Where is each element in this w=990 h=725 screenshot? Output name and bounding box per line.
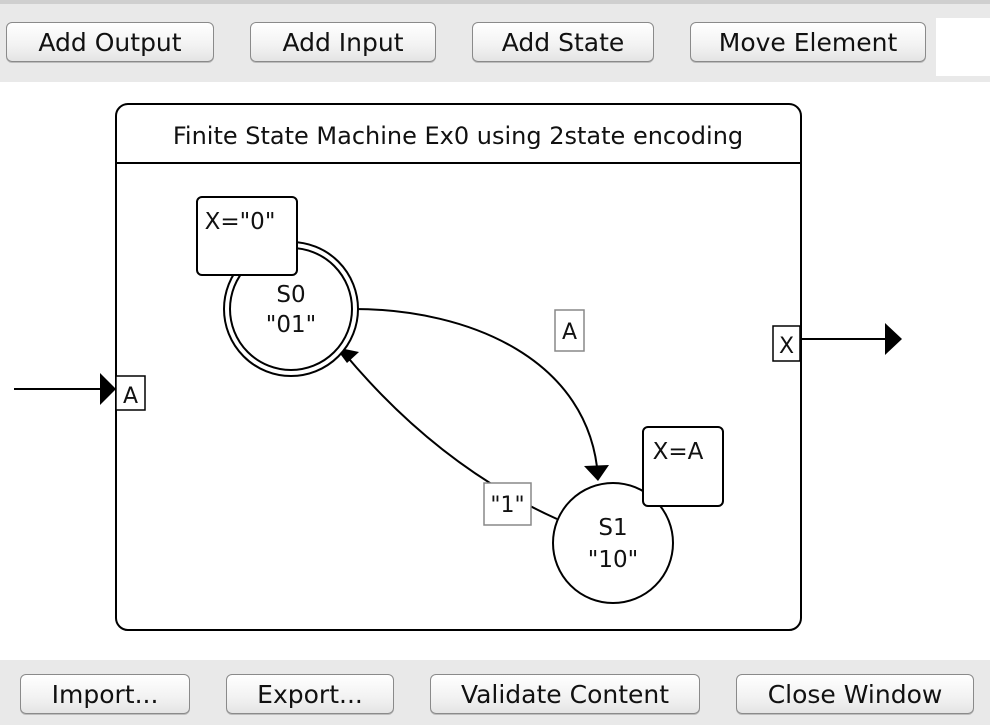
state-s1-code: "10" bbox=[588, 547, 638, 573]
state-s1-name: S1 bbox=[598, 515, 627, 541]
close-window-button[interactable]: Close Window bbox=[736, 674, 974, 714]
diagram-title: Finite State Machine Ex0 using 2state en… bbox=[173, 122, 743, 150]
import-button[interactable]: Import... bbox=[20, 674, 190, 714]
condition-a: A bbox=[562, 320, 577, 345]
add-state-button[interactable]: Add State bbox=[472, 22, 654, 62]
condition-1: "1" bbox=[490, 493, 524, 518]
state-s0-code: "01" bbox=[266, 312, 316, 338]
state-s1[interactable]: S1 "10" bbox=[552, 482, 674, 604]
state-s1-output-label: X=A bbox=[653, 439, 704, 465]
state-s1-output[interactable]: X=A bbox=[642, 426, 724, 507]
validate-content-button[interactable]: Validate Content bbox=[430, 674, 700, 714]
output-port-x[interactable]: X bbox=[772, 323, 902, 362]
input-port-label: A bbox=[123, 384, 138, 409]
diagram-canvas[interactable]: Finite State Machine Ex0 using 2state en… bbox=[0, 82, 990, 660]
state-s0-output-label: X="0" bbox=[205, 209, 276, 235]
top-toolbar: Add Output Add Input Add State Move Elem… bbox=[0, 0, 990, 82]
add-output-button[interactable]: Add Output bbox=[6, 22, 214, 62]
transition-s0-s1[interactable] bbox=[353, 308, 603, 478]
input-port-a[interactable]: A bbox=[14, 373, 146, 411]
blank-panel bbox=[936, 18, 990, 76]
bottom-toolbar: Import... Export... Validate Content Clo… bbox=[0, 660, 990, 725]
state-s0-name: S0 bbox=[276, 282, 305, 308]
condition-box-1[interactable] bbox=[483, 482, 532, 526]
fsm-frame[interactable] bbox=[115, 103, 802, 631]
condition-box-a[interactable] bbox=[554, 309, 585, 352]
arrowhead bbox=[584, 465, 609, 481]
state-s0-output[interactable]: X="0" bbox=[196, 196, 298, 276]
export-button[interactable]: Export... bbox=[226, 674, 394, 714]
add-input-button[interactable]: Add Input bbox=[250, 22, 436, 62]
output-port-label: X bbox=[779, 334, 794, 359]
move-element-button[interactable]: Move Element bbox=[690, 22, 926, 62]
